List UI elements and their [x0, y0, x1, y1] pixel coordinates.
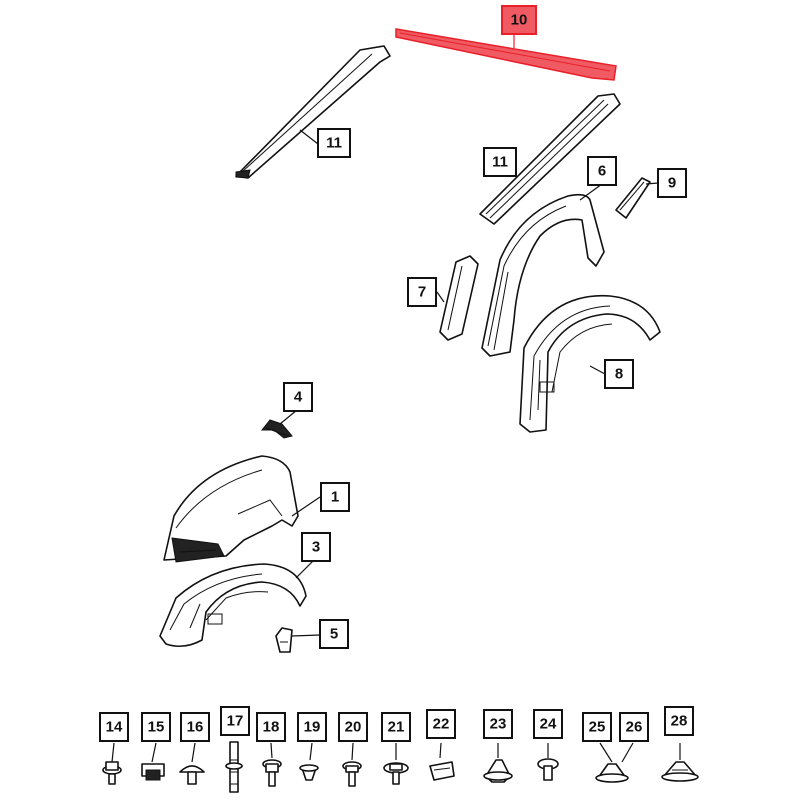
- callout-1-label: 1: [331, 489, 339, 506]
- fastener-16-icon: [179, 765, 205, 785]
- fastener-23-label: 23: [490, 716, 507, 733]
- callout-3-label: 3: [312, 539, 320, 556]
- callout-10-label: 10: [511, 12, 528, 29]
- fastener-14-label: 14: [106, 719, 123, 736]
- callout-11-left-label: 11: [326, 135, 342, 152]
- fastener-25-icon: [595, 763, 629, 783]
- callout-4-label: 4: [294, 389, 303, 406]
- callout-7-label: 7: [418, 284, 426, 301]
- part-11-left-strip[interactable]: [235, 45, 391, 179]
- fastener-25[interactable]: 25: [582, 712, 612, 742]
- fastener-14[interactable]: 14: [99, 712, 129, 742]
- fastener-18-icon: [262, 759, 282, 787]
- fastener-28[interactable]: 28: [664, 706, 694, 736]
- callout-9[interactable]: 9: [657, 168, 687, 198]
- fastener-16[interactable]: 16: [180, 712, 210, 742]
- fastener-28-icon: [661, 761, 699, 782]
- part-11-right-strip[interactable]: [479, 93, 621, 225]
- fastener-28-label: 28: [671, 713, 688, 730]
- fastener-20[interactable]: 20: [338, 712, 368, 742]
- fastener-22-label: 22: [433, 716, 450, 733]
- fastener-22-icon: [429, 761, 455, 781]
- fastener-19[interactable]: 19: [297, 712, 327, 742]
- fastener-17-label: 17: [227, 713, 244, 730]
- fastener-18[interactable]: 18: [256, 712, 286, 742]
- fastener-20-icon: [342, 761, 362, 787]
- fastener-23[interactable]: 23: [483, 709, 513, 739]
- part-4-bracket[interactable]: [260, 419, 293, 439]
- fastener-23-icon: [483, 759, 513, 783]
- part-1-front-flare[interactable]: [163, 455, 299, 563]
- part-6-wheel-flare[interactable]: [481, 193, 605, 357]
- fastener-26-label: 26: [626, 719, 643, 736]
- fastener-16-label: 16: [187, 719, 204, 736]
- fastener-24[interactable]: 24: [533, 709, 563, 739]
- callout-5-label: 5: [330, 626, 338, 643]
- callout-1[interactable]: 1: [320, 482, 350, 512]
- fastener-19-label: 19: [304, 719, 321, 736]
- fastener-20-label: 20: [345, 719, 362, 736]
- callout-3[interactable]: 3: [301, 532, 331, 562]
- fastener-15[interactable]: 15: [141, 712, 171, 742]
- fastener-26[interactable]: 26: [619, 712, 649, 742]
- fastener-17-icon: [225, 741, 243, 793]
- part-5-bracket[interactable]: [275, 627, 293, 653]
- fastener-15-label: 15: [148, 719, 165, 736]
- fastener-21-label: 21: [388, 719, 405, 736]
- fastener-21[interactable]: 21: [381, 712, 411, 742]
- part-10-molding[interactable]: [395, 28, 617, 81]
- callout-11-left[interactable]: 11: [317, 128, 351, 158]
- callout-6-label: 6: [598, 163, 606, 180]
- callout-9-label: 9: [668, 175, 676, 192]
- callout-10[interactable]: 10: [501, 5, 537, 35]
- part-3-wheel-liner[interactable]: [159, 563, 307, 648]
- fastener-14-icon: [102, 761, 122, 785]
- fastener-15-icon: [141, 763, 165, 781]
- callout-6[interactable]: 6: [587, 156, 617, 186]
- callout-4[interactable]: 4: [283, 382, 313, 412]
- fastener-19-icon: [299, 764, 319, 781]
- callout-5[interactable]: 5: [319, 619, 349, 649]
- fastener-21-icon: [383, 762, 409, 785]
- callout-8[interactable]: 8: [604, 359, 634, 389]
- part-8-wheel-liner[interactable]: [519, 294, 661, 433]
- callout-11-right-label: 11: [492, 154, 508, 171]
- fastener-24-label: 24: [540, 716, 557, 733]
- fastener-24-icon: [537, 758, 559, 781]
- fastener-25-label: 25: [589, 719, 606, 736]
- callout-11-right[interactable]: 11: [483, 147, 517, 177]
- part-7-trim[interactable]: [439, 255, 479, 341]
- fastener-22[interactable]: 22: [426, 709, 456, 739]
- callout-8-label: 8: [615, 366, 623, 383]
- callout-7[interactable]: 7: [407, 277, 437, 307]
- fastener-17[interactable]: 17: [220, 706, 250, 736]
- fastener-18-label: 18: [263, 719, 280, 736]
- part-9-trim[interactable]: [615, 177, 651, 219]
- leader-lines: [111, 34, 681, 763]
